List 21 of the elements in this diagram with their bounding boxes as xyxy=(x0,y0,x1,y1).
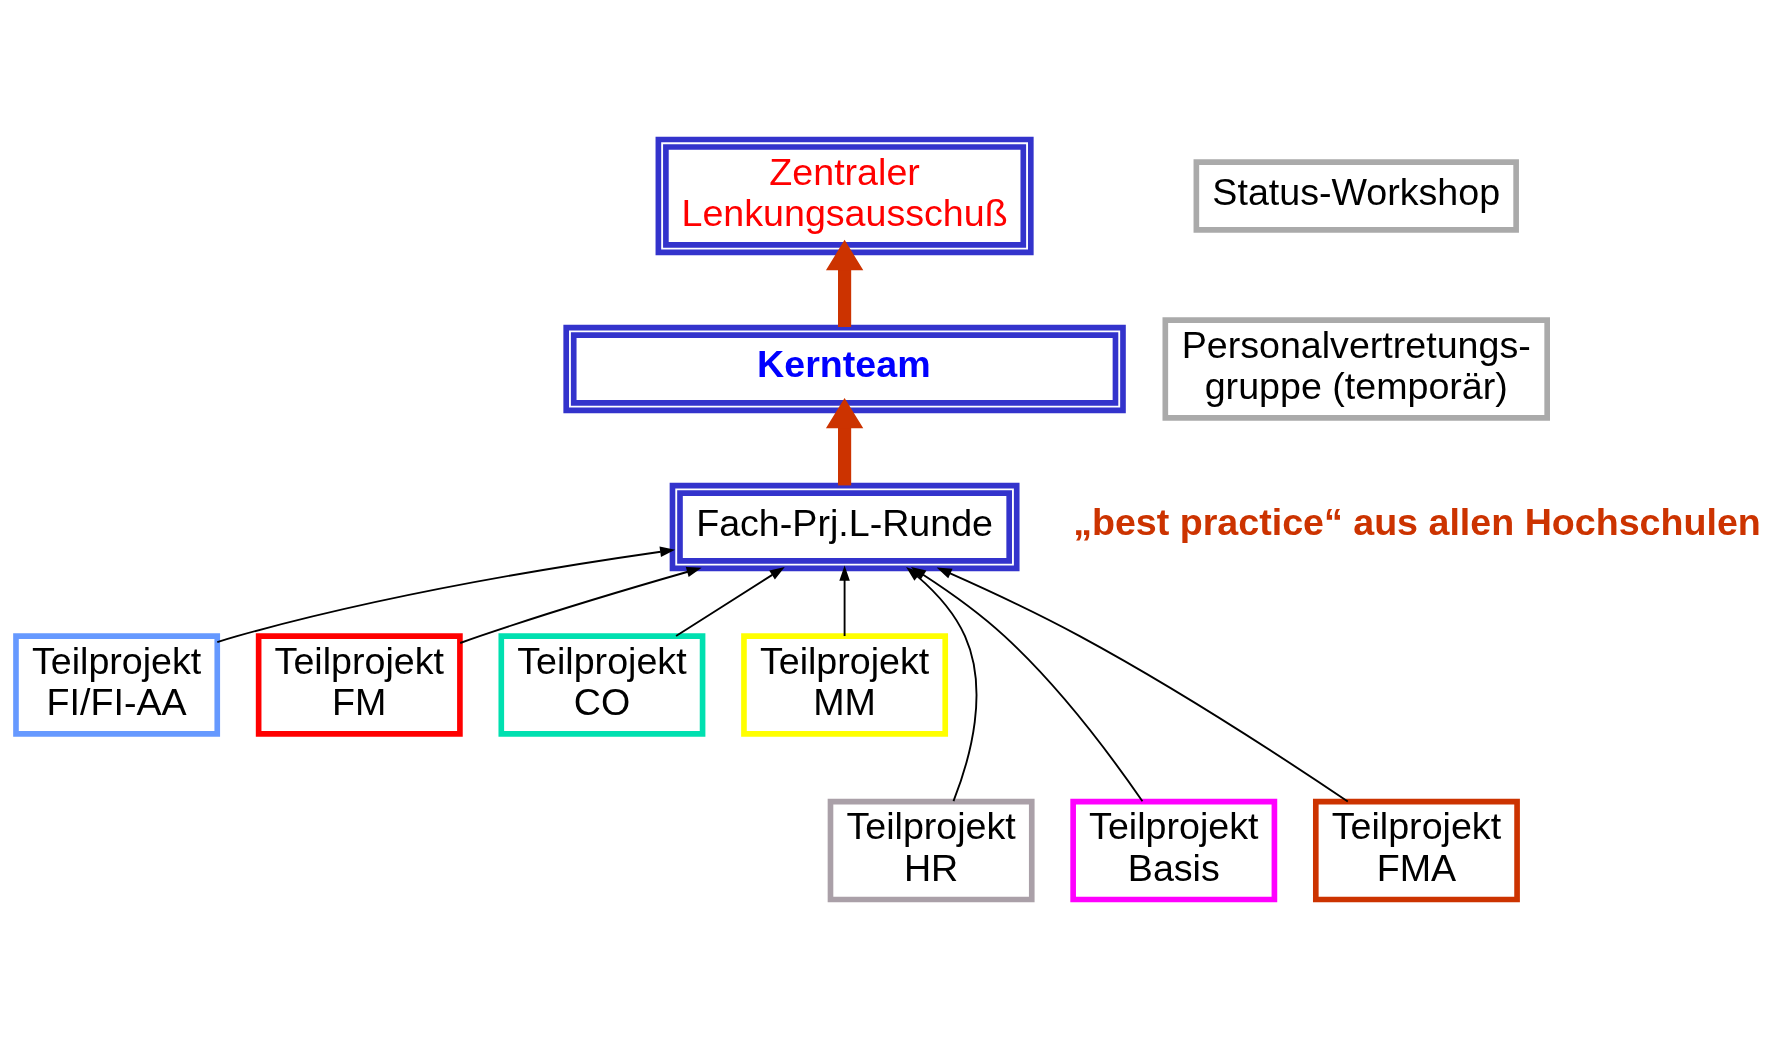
node-box: Teilprojekt FMA xyxy=(1313,798,1520,902)
arrow xyxy=(459,566,702,644)
node-box: Teilprojekt FI/FI-AA xyxy=(13,632,221,737)
node-box: Teilprojekt Basis xyxy=(1070,798,1278,902)
arrow xyxy=(825,239,864,327)
arrow xyxy=(675,566,785,637)
node-box: Teilprojekt MM xyxy=(741,632,949,737)
node-box: Fach-Prj.L-Runde xyxy=(669,482,1020,571)
arrow xyxy=(936,566,1349,802)
node-box: Teilprojekt FM xyxy=(255,632,463,737)
arrow xyxy=(839,565,850,637)
arrow xyxy=(910,566,1144,802)
node-box: Status-Workshop xyxy=(1193,158,1519,233)
node-box: Zentraler Lenkungsausschuß xyxy=(655,136,1034,255)
node-box: Kernteam xyxy=(563,324,1126,413)
arrow xyxy=(216,546,676,643)
arrow xyxy=(825,397,864,485)
label: „best practice“ aus allen Hochschulen xyxy=(1073,500,1761,543)
node-box: Teilprojekt CO xyxy=(498,632,706,737)
node-box: Personalvertretungs- gruppe (temporär) xyxy=(1162,316,1550,421)
node-box: Teilprojekt HR xyxy=(827,798,1035,902)
